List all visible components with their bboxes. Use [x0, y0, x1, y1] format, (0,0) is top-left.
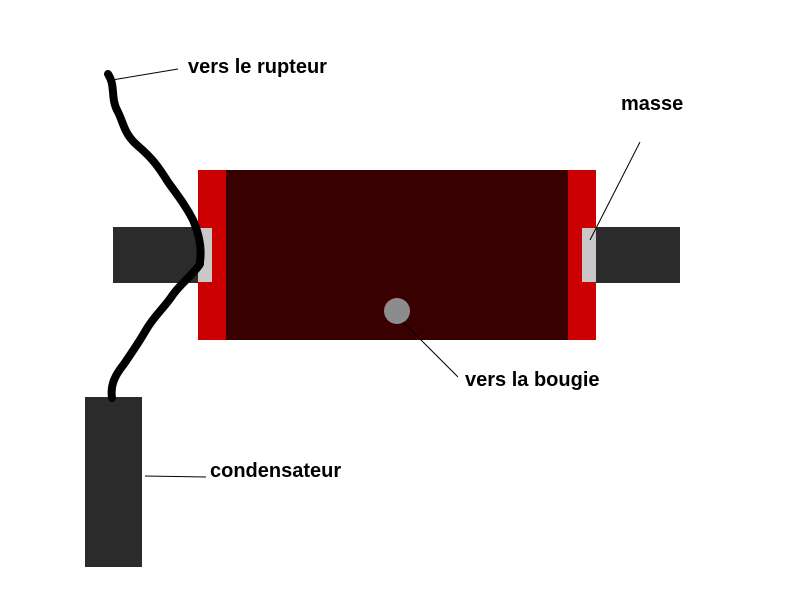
terminal-masse — [582, 228, 596, 282]
high-voltage-terminal — [384, 298, 410, 324]
leader-line-masse — [589, 141, 641, 241]
label-vers-la-bougie: vers la bougie — [465, 369, 600, 391]
leader-line-bougie — [402, 321, 459, 378]
capacitor — [85, 397, 142, 567]
label-vers-le-rupteur: vers le rupteur — [188, 56, 327, 78]
core-rod-right — [594, 227, 680, 283]
leader-line-rupteur — [111, 68, 179, 81]
leader-line-condensateur — [144, 475, 207, 478]
label-masse: masse — [621, 93, 684, 115]
label-condensateur: condensateur — [210, 460, 342, 482]
wire-to-rupteur — [104, 70, 205, 266]
wire-to-condensateur — [107, 260, 204, 402]
